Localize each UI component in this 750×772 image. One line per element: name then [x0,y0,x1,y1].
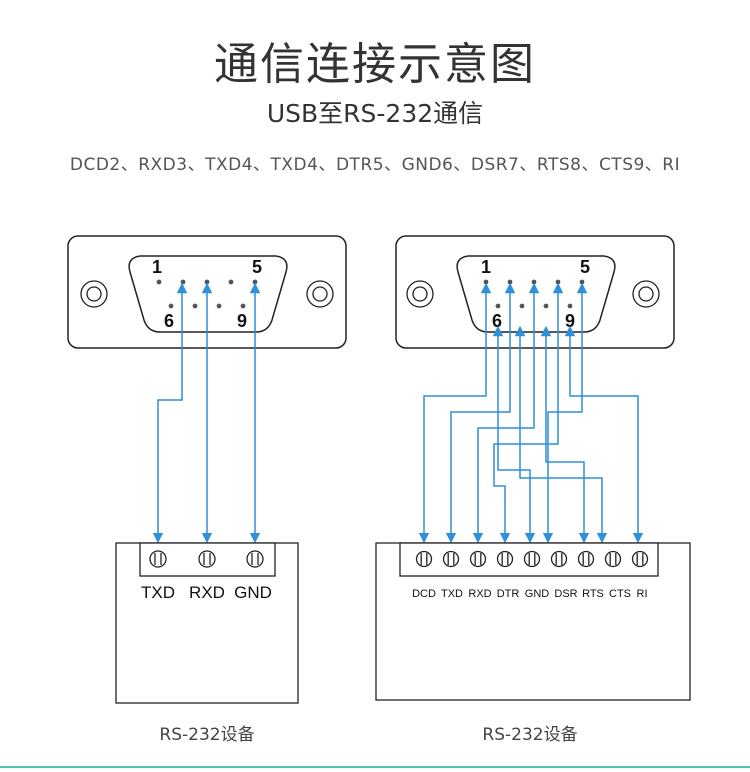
right-terminal-label: CTS [609,588,631,600]
page-subtitle: USB至RS-232通信 [266,99,484,128]
bottom-accent-line [0,766,750,768]
right-screw-right-icon [632,280,660,308]
left-terminal-screw-icon [246,550,264,568]
right-terminal-screw-icon [415,550,433,568]
left-wire-txd [152,282,188,544]
right-wires [418,282,644,544]
left-pin-label-5: 5 [252,257,262,277]
right-terminal-screw-icon [469,550,487,568]
right-terminal-screw-icon [631,550,649,568]
right-rs232-device: DCD TXD RXD DTR GND DSR RTS CTS RI [375,542,691,701]
left-rs232-device: TXD RXD GND [115,542,299,704]
right-pin-label-5: 5 [580,257,590,277]
right-terminal-label: GND [525,588,550,600]
right-wire-cts [514,325,608,544]
right-device-label: RS-232设备 [482,725,577,745]
right-pin-label-9: 9 [565,311,575,331]
right-terminal-screw-icon [550,550,568,568]
right-terminal-screw-icon [523,550,541,568]
left-terminal-screw-icon [198,550,216,568]
left-terminal-label: GND [234,583,272,602]
right-terminal-label: DSR [554,588,577,600]
right-terminal-screw-icon [604,550,622,568]
right-db9-connector: 1 5 6 9 [395,235,675,349]
page-title: 通信连接示意图 [214,39,536,90]
right-pin-label-1: 1 [481,257,491,277]
right-terminal-screw-icon [442,550,460,568]
left-pin-label-9: 9 [237,311,247,331]
right-pin-label-6: 6 [492,311,502,331]
right-wire-rts [540,325,590,544]
left-wires [152,282,261,544]
right-terminal-label: TXD [441,588,463,600]
right-screw-left-icon [406,280,434,308]
right-terminal-label: RTS [582,588,604,600]
pin-assignment-list: DCD2、RXD3、TXD4、TXD4、DTR5、GND6、DSR7、RTS8、… [69,155,681,175]
right-terminal-label: DCD [412,588,436,600]
left-terminal-label: RXD [189,583,225,602]
left-device-label: RS-232设备 [159,725,254,745]
left-pin-label-1: 1 [152,257,162,277]
right-terminal-screw-icon [577,550,595,568]
right-terminal-label: RI [637,588,648,600]
left-screw-left-icon [80,280,108,308]
right-terminal-label: DTR [497,588,520,600]
left-pin-label-6: 6 [164,311,174,331]
left-screw-right-icon [306,280,334,308]
right-wire-dsr [492,325,536,544]
left-terminal-screw-icon [149,550,167,568]
right-wire-ri [564,325,644,544]
left-terminal-label: TXD [141,583,175,602]
right-terminal-screw-icon [496,550,514,568]
right-terminal-label: RXD [468,588,491,600]
